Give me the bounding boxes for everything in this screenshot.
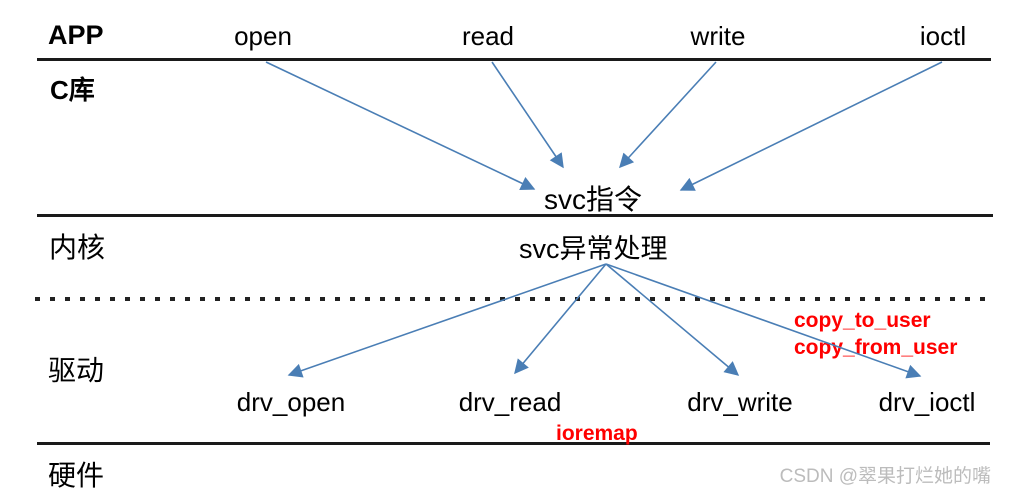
layer-label-app: APP (48, 20, 104, 50)
driver-func-drv-ioctl: drv_ioctl (878, 387, 976, 417)
arrow-svc-to-drv-read (514, 263, 607, 375)
layer-label-hardware: 硬件 (48, 461, 105, 492)
driver-func-drv-read: drv_read (458, 387, 562, 417)
arrow-write-to-svc (619, 61, 717, 169)
arrow-svc-to-drv-open (287, 263, 607, 378)
driver-func-drv-open: drv_open (236, 387, 346, 417)
app-call-open: open (234, 21, 292, 51)
arrow-read-to-svc (491, 61, 564, 169)
divider-app-clib (37, 58, 991, 61)
divider-clib-kernel (37, 214, 993, 217)
svc-instruction-label: svc指令 (544, 184, 643, 215)
app-call-read: read (461, 21, 515, 51)
arrow-open-to-svc (265, 61, 536, 190)
csdn-watermark: CSDN @翠果打烂她的嘴 (779, 466, 991, 487)
divider-kernel-driver-dashed (35, 297, 985, 301)
divider-driver-hardware (37, 442, 990, 445)
copy-from-user-annotation: copy_from_user (794, 336, 958, 359)
app-call-write: write (690, 21, 746, 51)
arrow-svc-to-drv-write (605, 263, 740, 376)
copy-to-user-annotation: copy_to_user (794, 309, 931, 332)
svc-exception-label: svc异常处理 (519, 234, 668, 264)
layer-label-clib: C库 (50, 75, 95, 105)
ioremap-annotation: ioremap (556, 422, 638, 445)
driver-func-drv-write: drv_write (687, 387, 793, 417)
layer-label-kernel: 内核 (49, 233, 106, 264)
app-call-ioctl: ioctl (919, 21, 967, 51)
layer-label-driver: 驱动 (48, 356, 105, 387)
arrow-ioctl-to-svc (679, 61, 943, 191)
